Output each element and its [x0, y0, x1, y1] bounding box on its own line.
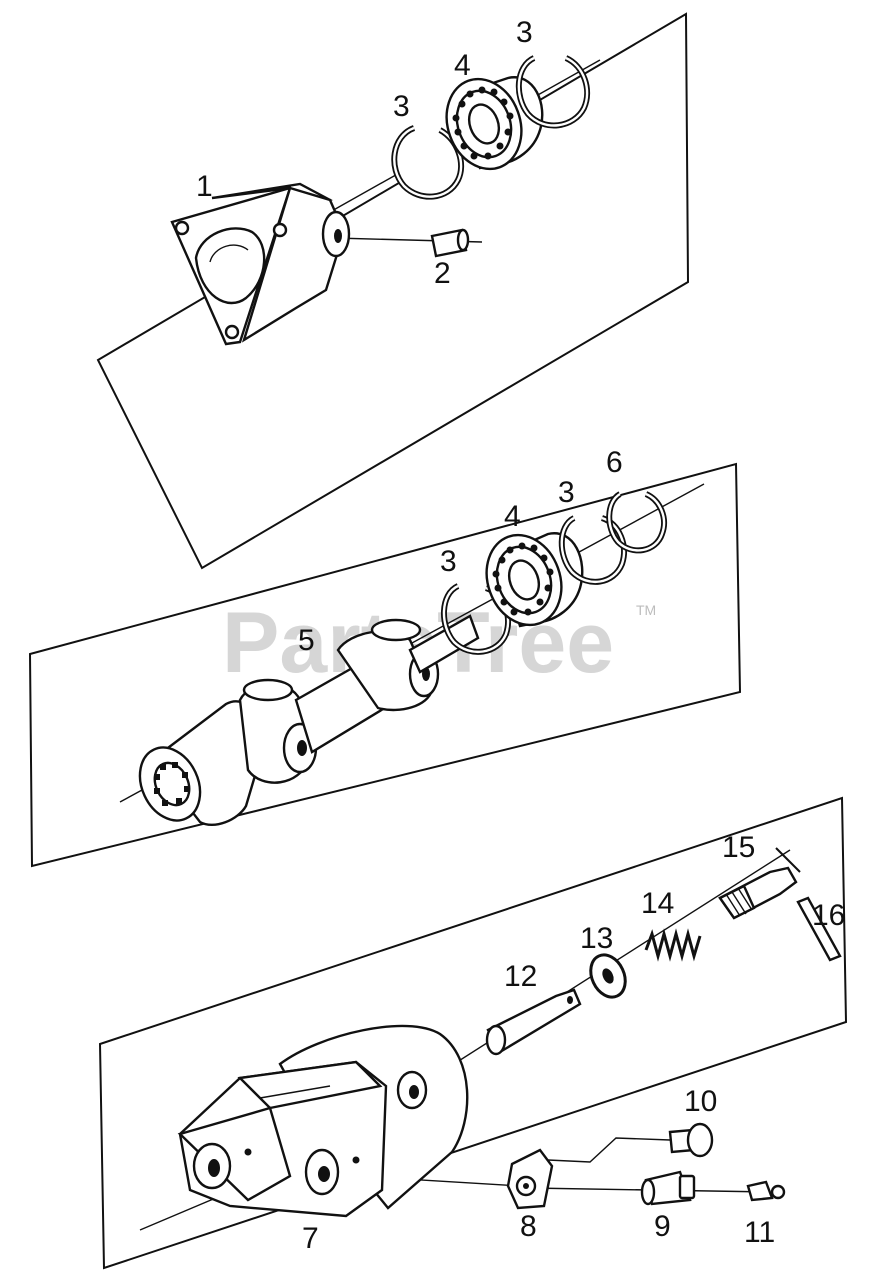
callouts: 1 2 3 4 3 6 3 4 3 5 15 14 13 16 12 10 7 … [196, 16, 845, 1255]
washer-part-13[interactable] [584, 949, 632, 1002]
screw-part-10[interactable] [668, 1122, 714, 1158]
callout-12: 12 [504, 960, 537, 993]
panel-middle [28, 462, 742, 868]
callout-3: 3 [440, 545, 457, 578]
callout-3: 3 [393, 90, 410, 123]
bearing-part-4-middle[interactable] [474, 524, 584, 635]
snap-ring-part-3-upper-left[interactable] [391, 125, 465, 200]
roll-pin-part-16[interactable] [796, 896, 842, 962]
watermark-trademark: TM [636, 602, 656, 618]
callout-11: 11 [744, 1216, 775, 1249]
driveshaft-part-5[interactable] [129, 614, 480, 830]
callout-15: 15 [722, 831, 755, 864]
snap-ring-part-3-upper-right[interactable] [515, 55, 591, 129]
fitting-part-9[interactable] [640, 1170, 696, 1206]
callout-14: 14 [641, 887, 674, 920]
callout-7: 7 [302, 1222, 319, 1255]
plunger-part-12[interactable] [485, 988, 582, 1056]
callout-4: 4 [504, 500, 521, 533]
grease-fitting-part-11[interactable] [746, 1180, 786, 1202]
panel-upper [96, 12, 690, 570]
callout-16: 16 [812, 899, 845, 932]
callout-3: 3 [558, 476, 575, 509]
callout-6: 6 [606, 446, 623, 479]
pin-part-2[interactable] [430, 228, 470, 258]
callout-4: 4 [454, 49, 471, 82]
spring-part-14[interactable] [644, 928, 702, 962]
panel-lower [98, 796, 848, 1270]
callout-13: 13 [580, 922, 613, 955]
leader-part-10 [547, 1137, 671, 1163]
callout-5: 5 [298, 624, 315, 657]
snap-ring-part-6[interactable] [606, 491, 667, 554]
panel-middle-outline [28, 462, 742, 868]
callout-8: 8 [520, 1210, 537, 1243]
callout-10: 10 [684, 1085, 717, 1118]
callout-1: 1 [196, 170, 213, 203]
callout-2: 2 [434, 257, 451, 290]
panel-lower-outline [98, 796, 848, 1270]
callout-3: 3 [516, 16, 533, 49]
detent-body-part-15[interactable] [718, 847, 801, 920]
callout-9: 9 [654, 1210, 671, 1243]
gearbox-part-7[interactable] [177, 1024, 469, 1218]
lock-tab-part-8[interactable] [506, 1148, 554, 1210]
housing-part-1[interactable] [170, 182, 351, 346]
snap-ring-part-3-middle-right[interactable] [558, 515, 627, 585]
